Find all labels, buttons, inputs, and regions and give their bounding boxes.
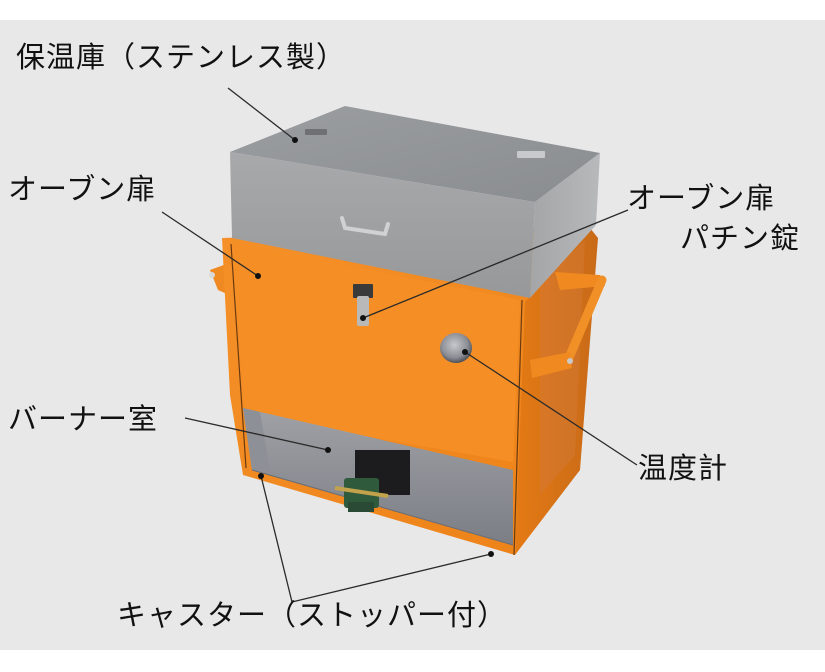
oven-side-panel: [515, 228, 598, 555]
burner-chamber: [243, 408, 514, 546]
thermometer-gauge: [440, 333, 472, 363]
warming-cabinet: [230, 106, 600, 298]
door-latch: [353, 284, 373, 326]
leader-line-burner: [184, 417, 329, 451]
label-oven-door-latch-line2: パチン錠: [680, 221, 801, 255]
vent-slots: [305, 129, 327, 135]
label-oven-door: オーブン扉: [8, 172, 157, 206]
leader-dots: [255, 137, 494, 557]
leader-lines: [161, 87, 638, 603]
label-burner-chamber: バーナー室: [8, 402, 159, 436]
label-oven-door-latch-line1: オーブン扉: [627, 181, 776, 215]
leader-line-oven-door: [161, 211, 259, 277]
cabinet-handle: [340, 216, 390, 237]
gas-burner-valve: [334, 478, 389, 512]
leader-line-latch: [362, 209, 629, 319]
leader-line-warming-cabinet: [227, 87, 296, 141]
right-handle: [530, 272, 607, 378]
label-casters: キャスター（ストッパー付）: [117, 598, 508, 632]
leader-line-casters: [260, 475, 492, 603]
vent-slots: [517, 151, 545, 158]
label-warming-cabinet: 保温庫（ステンレス製）: [16, 40, 347, 74]
label-thermometer: 温度計: [638, 451, 729, 485]
leader-line-thermometer: [464, 351, 638, 466]
